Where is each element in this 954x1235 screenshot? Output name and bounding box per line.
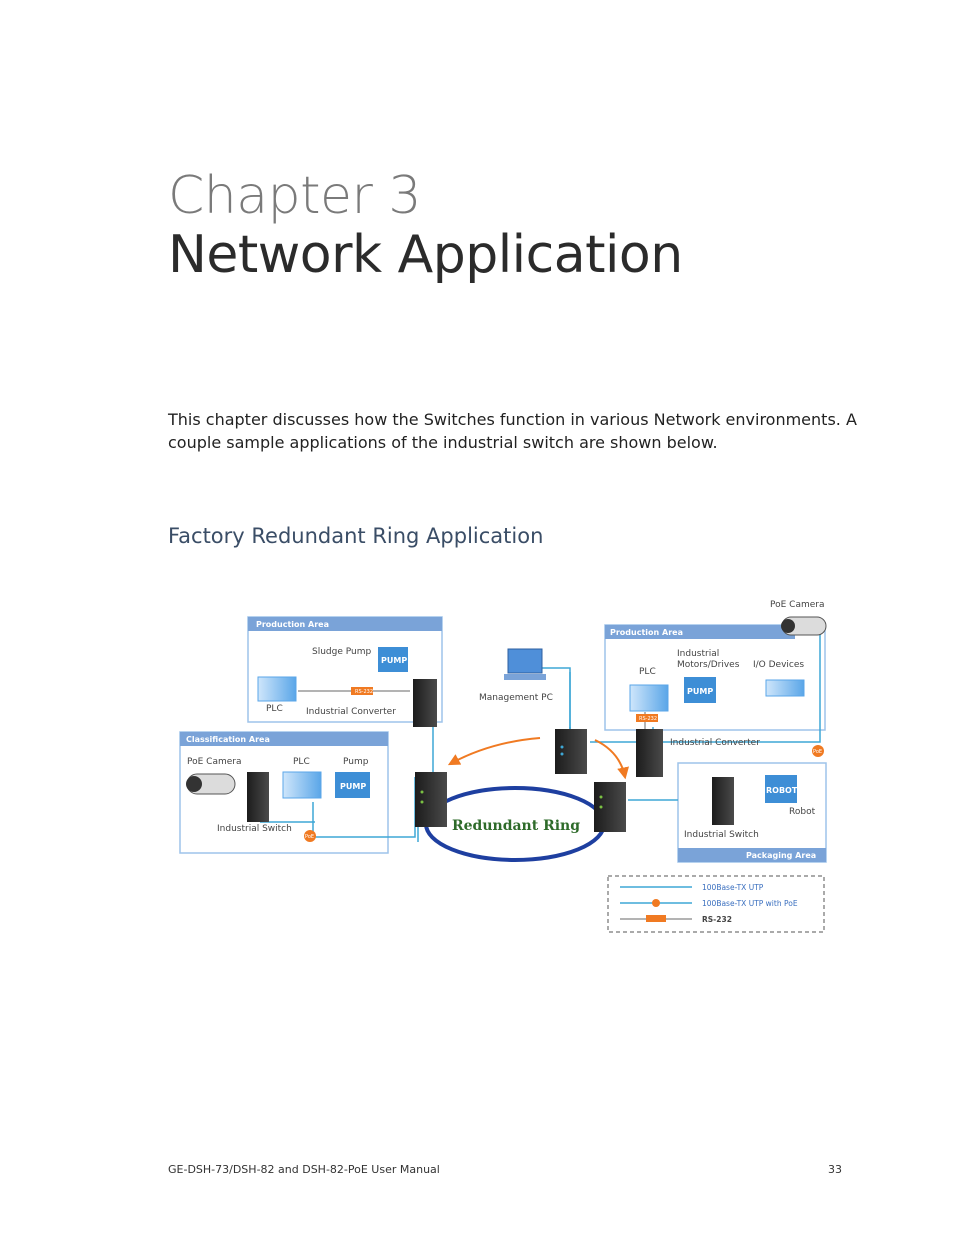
industrial-switch-label: Industrial Switch — [217, 824, 292, 834]
footer-page-number: 33 — [828, 1163, 842, 1176]
io-devices-label: I/O Devices — [753, 660, 804, 670]
svg-text:PoE: PoE — [813, 749, 822, 755]
plc-device — [257, 676, 297, 702]
section-heading: Factory Redundant Ring Application — [168, 524, 544, 548]
area-label: Classification Area — [186, 735, 270, 744]
robot-box: ROBOT — [765, 775, 798, 803]
poe-tag: PoE — [812, 745, 824, 757]
packaging-area: Packaging Area — [677, 762, 827, 863]
legend-utp: 100Base-TX UTP — [702, 883, 764, 892]
rs232-tag: RS-232 — [636, 714, 658, 722]
industrial-converter-device-left — [413, 679, 437, 727]
ring-arrows — [447, 737, 629, 780]
poe-camera-icon — [186, 773, 236, 795]
legend-rs232: RS-232 — [702, 915, 732, 924]
footer-manual-title: GE-DSH-73/DSH-82 and DSH-82-PoE User Man… — [168, 1163, 440, 1176]
redundant-ring-label: Redundant Ring — [452, 818, 580, 834]
motors-label-line2: Motors/Drives — [677, 660, 740, 670]
intro-paragraph: This chapter discusses how the Switches … — [168, 410, 857, 452]
area-label: Production Area — [256, 620, 329, 629]
sludge-pump-label: Sludge Pump — [312, 647, 371, 657]
production-area-left: Production Area — [247, 616, 443, 723]
area-label: Packaging Area — [746, 851, 816, 860]
svg-text:PUMP: PUMP — [340, 782, 366, 791]
industrial-switch-label: Industrial Switch — [684, 830, 759, 840]
legend-utp-poe: 100Base-TX UTP with PoE — [702, 899, 798, 908]
network-diagram: Production Area Production Area Classifi… — [179, 600, 827, 933]
io-devices-unit — [765, 679, 805, 697]
ring-switch-top — [555, 729, 587, 774]
svg-text:RS-232: RS-232 — [639, 716, 657, 722]
chapter-number: Chapter 3 — [168, 166, 422, 226]
industrial-switch-device-left — [247, 772, 269, 822]
industrial-converter-label: Industrial Converter — [306, 707, 396, 717]
diagram-legend: 100Base-TX UTP 100Base-TX UTP with PoE R… — [607, 875, 825, 933]
pump-box: PUMP — [335, 772, 370, 798]
motors-label-line1: Industrial — [677, 649, 719, 659]
svg-text:PUMP: PUMP — [381, 656, 407, 665]
pump-box: PUMP — [684, 677, 716, 703]
rs232-tag: RS-232 — [351, 687, 373, 695]
ring-switch-left — [415, 772, 447, 827]
plc-device — [629, 684, 669, 712]
svg-text:PoE: PoE — [305, 834, 314, 840]
robot-label: Robot — [789, 807, 816, 817]
plc-label: PLC — [266, 704, 283, 714]
plc-label: PLC — [639, 667, 656, 677]
svg-text:RS-232: RS-232 — [355, 689, 373, 695]
industrial-converter-label: Industrial Converter — [670, 738, 760, 748]
plc-label: PLC — [293, 757, 310, 767]
redundant-ring: Redundant Ring — [424, 786, 606, 862]
poe-camera-label: PoE Camera — [187, 757, 241, 767]
poe-tag: PoE — [304, 830, 316, 842]
chapter-title: Network Application — [168, 225, 683, 285]
poe-camera-icon — [781, 616, 827, 636]
svg-text:PUMP: PUMP — [687, 687, 713, 696]
area-label: Production Area — [610, 628, 683, 637]
pump-label: Pump — [343, 757, 369, 767]
industrial-converter-device-right — [636, 729, 663, 777]
poe-camera-label: PoE Camera — [770, 600, 824, 610]
ring-switch-right — [594, 782, 626, 832]
pump-box: PUMP — [378, 647, 408, 672]
industrial-switch-device-right — [712, 777, 734, 825]
management-pc-icon — [504, 648, 546, 680]
svg-text:ROBOT: ROBOT — [766, 786, 798, 795]
plc-device — [282, 771, 322, 799]
management-pc-label: Management PC — [479, 693, 553, 703]
